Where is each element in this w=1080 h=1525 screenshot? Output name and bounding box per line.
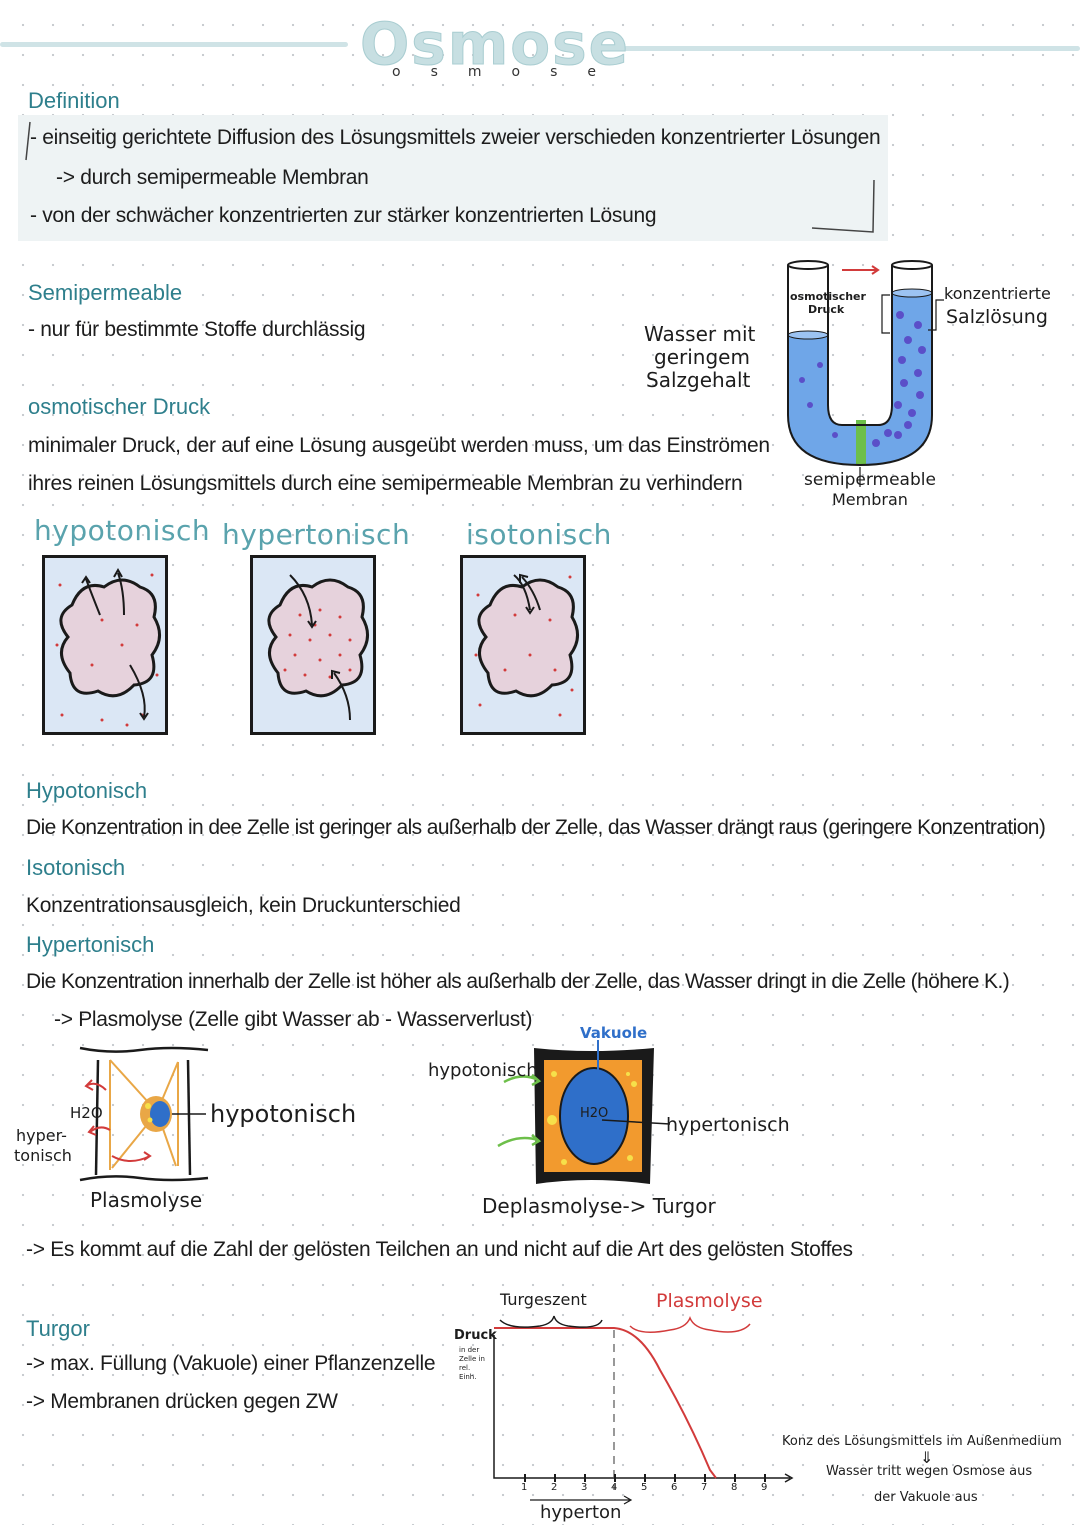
definition-line-3: - von der schwächer konzentrierten zur s… bbox=[30, 204, 657, 227]
turgor-line-2: -> Membranen drücken gegen ZW bbox=[26, 1390, 338, 1413]
u-tube-diagram bbox=[787, 260, 933, 487]
plasmolysis-outside-label-1: hyper- bbox=[16, 1126, 67, 1145]
hypertonic-heading: Hypertonisch bbox=[26, 932, 155, 957]
tonicity-cell-isotonic bbox=[460, 555, 586, 735]
u-tube-membrane bbox=[856, 420, 866, 465]
tonicity-label-hypertonic: hypertonisch bbox=[222, 518, 411, 551]
particles-note: -> Es kommt auf die Zahl der gelösten Te… bbox=[26, 1238, 853, 1261]
graph-y-sublabel-1: in der bbox=[459, 1346, 480, 1354]
hypotonic-text: Die Konzentration in dee Zelle ist gerin… bbox=[26, 816, 1046, 839]
plasmolysis-diagram bbox=[79, 1046, 209, 1182]
graph-y-sublabel-2: Zelle in bbox=[459, 1355, 485, 1363]
graph-x-tick-label: 7 bbox=[701, 1482, 708, 1493]
graph-x-tick-mark bbox=[674, 1474, 676, 1482]
graph-x-tick-mark bbox=[704, 1474, 706, 1482]
tonicity-cell-hypertonic bbox=[250, 555, 376, 735]
plasmolysis-caption: Plasmolyse bbox=[90, 1188, 203, 1212]
graph-x-tick-mark bbox=[614, 1474, 616, 1482]
hypotonic-heading: Hypotonisch bbox=[26, 778, 148, 803]
plasmolysis-h2o: H2O bbox=[70, 1104, 103, 1122]
tonicity-label-isotonic: isotonisch bbox=[466, 518, 612, 551]
graph-x-tick-label: 3 bbox=[581, 1482, 588, 1493]
plasmolysis-outside-label-2: tonisch bbox=[14, 1146, 72, 1165]
graph-x-tick-mark bbox=[524, 1474, 526, 1482]
u-tube-water-label-3: Salzgehalt bbox=[646, 368, 751, 392]
osmotic-pressure-line-1: minimaler Druck, der auf eine Lösung aus… bbox=[28, 434, 770, 457]
u-tube-salt-pointer bbox=[928, 299, 944, 331]
u-tube-pressure-label-1: osmotischer bbox=[790, 290, 866, 303]
deplasmolysis-h2o: H2O bbox=[580, 1106, 609, 1121]
deplasmolysis-inside-label: hypertonisch bbox=[666, 1114, 790, 1136]
graph-x-tick-mark bbox=[584, 1474, 586, 1482]
definition-heading: Definition bbox=[28, 88, 120, 113]
graph-y-sublabel-3: rel. bbox=[459, 1364, 471, 1372]
graph-x-label: hyperton bbox=[540, 1502, 622, 1523]
graph-x-tick-mark bbox=[734, 1474, 736, 1482]
tonicity-cell-hypotonic bbox=[42, 555, 168, 735]
graph-y-label: Druck bbox=[454, 1328, 497, 1343]
flow-arrow-icon bbox=[842, 265, 880, 275]
graph-note-line-1: Konz des Lösungsmittels im Außenmedium bbox=[782, 1434, 1062, 1449]
u-tube-membrane-label-2: Membran bbox=[832, 490, 908, 509]
turgor-graph bbox=[493, 1315, 794, 1490]
tonicity-label-hypotonic: hypotonisch bbox=[34, 514, 211, 547]
page-title-sublabel: osmose bbox=[392, 64, 626, 80]
graph-x-tick-mark bbox=[644, 1474, 646, 1482]
deplasmolysis-vacuole-label: Vakuole bbox=[580, 1024, 648, 1042]
graph-x-tick-label: 5 bbox=[641, 1482, 648, 1493]
deplasmolysis-outside-label: hypotonisch bbox=[428, 1060, 538, 1081]
semipermeable-line: - nur für bestimmte Stoffe durchlässig bbox=[28, 318, 366, 341]
graph-x-tick-label: 8 bbox=[731, 1482, 738, 1493]
graph-x-tick-label: 6 bbox=[671, 1482, 678, 1493]
graph-x-tick-mark bbox=[764, 1474, 766, 1482]
title-rule-left bbox=[0, 42, 348, 47]
plasmolysis-inside-label: hypotonisch bbox=[210, 1100, 357, 1128]
osmotic-pressure-heading: osmotischer Druck bbox=[28, 394, 211, 419]
definition-box bbox=[18, 115, 888, 241]
turgor-line-1: -> max. Füllung (Vakuole) einer Pflanzen… bbox=[26, 1352, 436, 1375]
u-tube-water-label-2: geringem bbox=[654, 345, 750, 369]
u-tube-salt-label-2: Salzlösung bbox=[946, 306, 1048, 328]
u-tube-pressure-label-2: Druck bbox=[808, 303, 845, 316]
graph-region-plasmolysis: Plasmolyse bbox=[656, 1290, 763, 1312]
isotonic-text: Konzentrationsausgleich, kein Druckunter… bbox=[26, 894, 461, 917]
u-tube-water-label-1: Wasser mit bbox=[644, 322, 756, 346]
osmotic-pressure-line-2: ihres reinen Lösungsmittels durch eine s… bbox=[28, 472, 743, 495]
graph-note-arrow: ⇓ bbox=[920, 1448, 934, 1467]
graph-y-sublabel-4: Einh. bbox=[459, 1373, 477, 1381]
graph-x-tick-mark bbox=[554, 1474, 556, 1482]
graph-x-tick-label: 9 bbox=[761, 1482, 768, 1493]
deplasmolysis-diagram bbox=[534, 1040, 671, 1184]
graph-note-line-2: Wasser tritt wegen Osmose aus bbox=[826, 1464, 1033, 1479]
turgor-curve bbox=[494, 1327, 717, 1479]
definition-line-1: - einseitig gerichtete Diffusion des Lös… bbox=[30, 126, 881, 149]
u-tube-membrane-label-1: semipermeable bbox=[804, 470, 936, 490]
page-title: Osmose bbox=[360, 10, 630, 79]
isotonic-heading: Isotonisch bbox=[26, 855, 126, 880]
title-rule-right bbox=[612, 46, 1080, 51]
plasmolysis-note: -> Plasmolyse (Zelle gibt Wasser ab - Wa… bbox=[54, 1008, 533, 1031]
hypertonic-text: Die Konzentration innerhalb der Zelle is… bbox=[26, 970, 1010, 993]
semipermeable-heading: Semipermeable bbox=[28, 280, 183, 305]
definition-bracket bbox=[25, 121, 875, 233]
definition-line-2: -> durch semipermeable Membran bbox=[56, 166, 369, 189]
graph-x-tick-label: 1 bbox=[521, 1482, 528, 1493]
u-tube-salt-label-1: konzentrierte bbox=[944, 284, 1051, 303]
graph-x-tick-label: 4 bbox=[611, 1482, 618, 1493]
deplasmolysis-caption: Deplasmolyse-> Turgor bbox=[482, 1194, 716, 1218]
graph-note-line-3: der Vakuole aus bbox=[874, 1490, 978, 1505]
graph-region-turgescent: Turgeszent bbox=[500, 1290, 587, 1309]
turgor-heading: Turgor bbox=[26, 1316, 90, 1341]
u-tube-particles bbox=[799, 311, 926, 447]
graph-x-tick-label: 2 bbox=[551, 1482, 558, 1493]
